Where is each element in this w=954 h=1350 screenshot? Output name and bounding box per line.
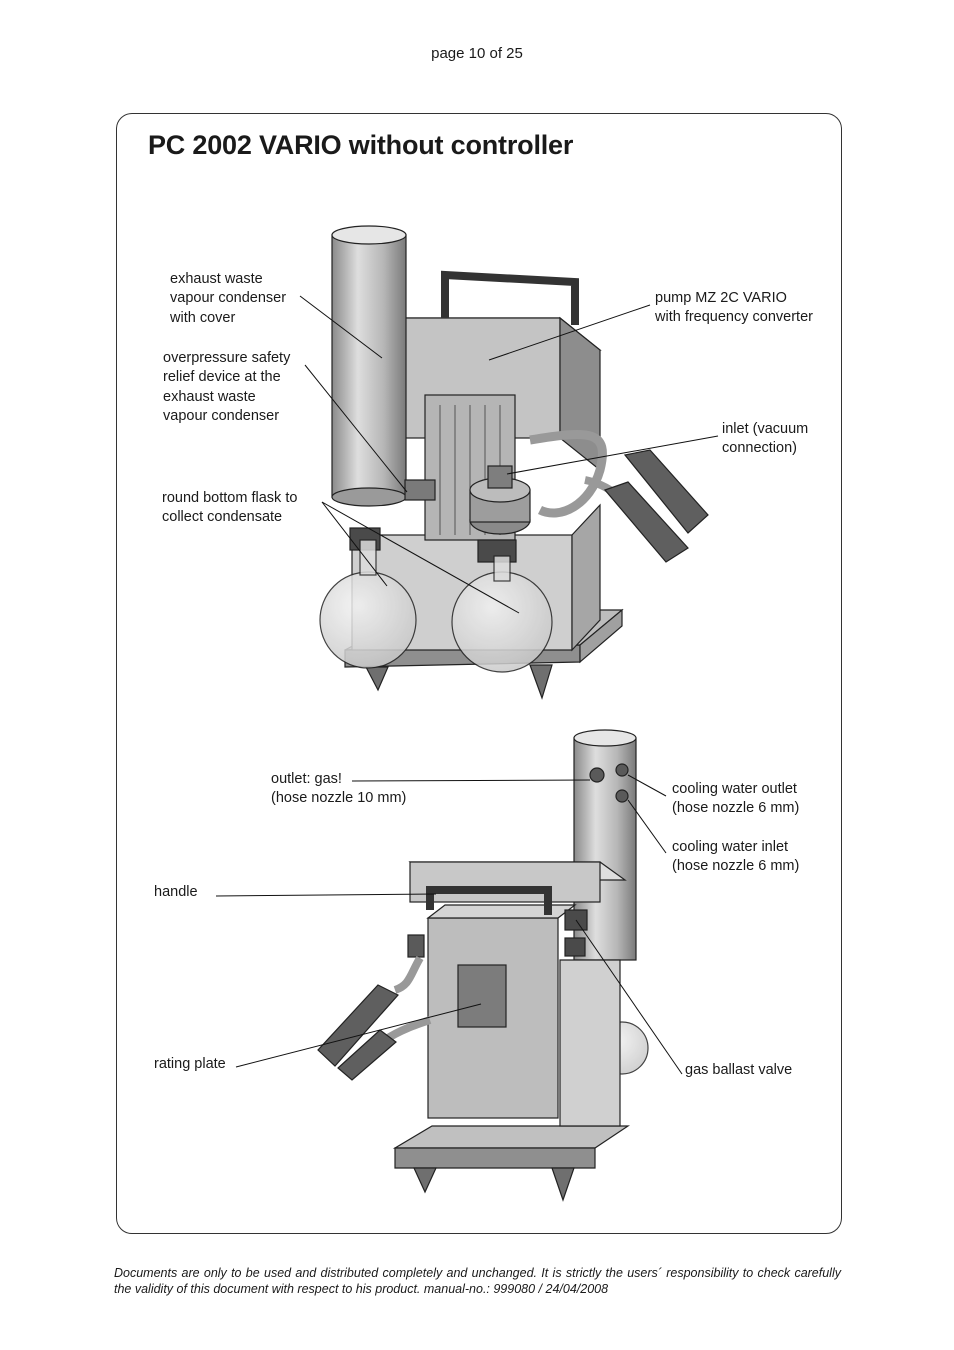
label-handle: handle: [154, 884, 198, 900]
page-number: page 10 of 25: [431, 45, 523, 62]
label-cooling-water-inlet: cooling water inlet (hose nozzle 6 mm): [672, 839, 800, 875]
footer-disclaimer: Documents are only to be used and distri…: [114, 1266, 841, 1296]
figure-frame: [116, 113, 842, 1234]
bottom-pump-drawing: [317, 729, 649, 1202]
label-rating-plate: rating plate: [154, 1056, 226, 1072]
label-cooling-water-outlet: cooling water outlet (hose nozzle 6 mm): [672, 781, 800, 817]
label-round-bottom-flask: round bottom flask to collect condensate: [162, 490, 298, 526]
label-gas-ballast-valve: gas ballast valve: [685, 1062, 793, 1078]
label-exhaust-condenser: exhaust waste vapour condenser with cove…: [170, 271, 287, 326]
page-title: PC 2002 VARIO without controller: [148, 130, 574, 160]
label-outlet: outlet: gas! (hose nozzle 10 mm): [271, 771, 407, 807]
label-inlet: inlet (vacuum connection): [722, 421, 809, 457]
top-leader-lines: [299, 295, 719, 614]
bottom-leader-lines: [215, 774, 683, 1075]
label-pump: pump MZ 2C VARIO with frequency converte…: [655, 290, 813, 326]
label-overpressure-relief: overpressure safety relief device at the…: [163, 350, 291, 424]
top-pump-drawing: [319, 225, 709, 700]
